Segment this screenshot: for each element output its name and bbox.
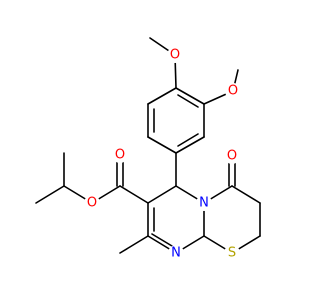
oxygen-ester-link: O (84, 195, 100, 211)
oxygen-ketone: O (224, 148, 240, 164)
nitrogen-imine-bg (168, 245, 184, 261)
oxygen-methoxy-right-label: O (228, 84, 238, 99)
oxygen-methoxy-top-bg (167, 47, 183, 63)
bond-benzene-1 (175, 87, 205, 105)
oxygen-ester-carbonyl: O (112, 147, 128, 163)
oxygen-methoxy-right-bg (225, 83, 241, 99)
oxygen-ketone-label: O (227, 149, 237, 164)
oxygen-ester-carbonyl-bg (112, 147, 128, 163)
bond-c7-ester-c (119, 185, 149, 204)
bond-c7-c6 (147, 185, 177, 204)
oxygen-ester-link-label: O (87, 196, 97, 211)
oxygen-ester-carbonyl-label: O (115, 148, 125, 163)
nitrogen-imine: N (168, 245, 184, 261)
sulfur-ring: S (224, 245, 240, 261)
bond-c8-methyl (119, 235, 149, 254)
bond-benzene-inner-2 (177, 133, 199, 147)
nitrogen-ring-junction: N (196, 195, 212, 211)
bond-n1-c8-inner (151, 233, 173, 247)
nitrogen-ring-junction-bg (196, 195, 212, 211)
oxygen-ketone-bg (224, 148, 240, 164)
oxygen-methoxy-top: O (167, 47, 183, 63)
bond-isopropyl-methyl-left (35, 185, 65, 204)
atom-labels: O O O O O N N S (84, 47, 241, 261)
sulfur-ring-label: S (228, 246, 236, 261)
bond-benzene-inner-1 (177, 94, 199, 108)
bond-c4-c3 (231, 185, 261, 204)
oxygen-methoxy-right: O (225, 83, 241, 99)
bond-benzene-3 (175, 136, 205, 154)
nitrogen-ring-junction-label: N (199, 196, 209, 211)
molecule-structure-diagram: O O O O O N N S (35, 37, 261, 261)
nitrogen-imine-label: N (171, 246, 181, 261)
bond-benzene-6 (147, 87, 177, 105)
oxygen-ester-link-bg (84, 195, 100, 211)
sulfur-ring-bg (224, 245, 240, 261)
bond-benzene-4 (147, 136, 177, 154)
bonds (35, 37, 261, 254)
oxygen-methoxy-top-label: O (170, 48, 180, 63)
